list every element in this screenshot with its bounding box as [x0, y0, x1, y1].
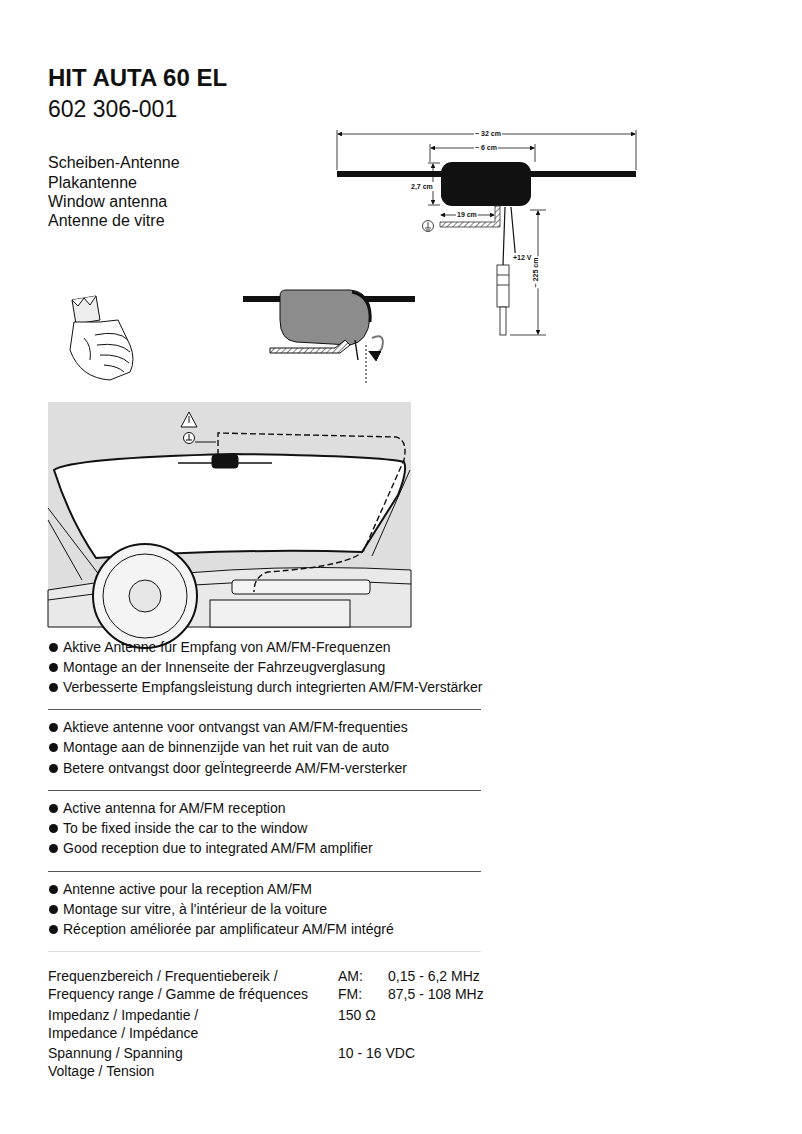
- dimension: ~ 32 cm: [474, 129, 502, 138]
- antenna-dimension-drawing: [530, 210, 546, 211]
- antenna-dimension-drawing: [497, 285, 509, 286]
- bullet: [49, 743, 58, 752]
- mounting-illustration: [355, 340, 358, 360]
- car-interior: [212, 455, 238, 468]
- spec-value: AM:: [338, 967, 363, 985]
- feature-text: Montage an der Innenseite der Fahrzeugve…: [63, 657, 385, 677]
- car-interior: [93, 544, 197, 648]
- mounting-illustration: [366, 345, 367, 385]
- bullet: [49, 844, 58, 853]
- car-interior: [218, 433, 405, 592]
- mounting-illustration: [370, 336, 383, 353]
- antenna-dimension-drawing: [535, 144, 536, 162]
- hand-icon: [95, 333, 130, 372]
- mounting-illustration: [280, 290, 370, 345]
- car-interior: [129, 580, 161, 612]
- car-interior: [181, 412, 197, 427]
- bullet: [49, 804, 58, 813]
- car-interior: [189, 434, 190, 440]
- product-name: Plakantenne: [48, 174, 137, 192]
- spec-name: Impedanz / Impedantie / Impedance / Impé…: [48, 1006, 220, 1042]
- antenna-dimension-drawing: [428, 163, 440, 164]
- antenna-dimension-drawing: [497, 275, 509, 276]
- dimension: ~ 6 cm: [474, 143, 498, 152]
- spec-value: 150 Ω: [338, 1006, 376, 1024]
- car-interior: [210, 600, 350, 627]
- hand-icon: [70, 296, 133, 380]
- product-name: Antenne de vitre: [48, 212, 165, 230]
- product-name: Scheiben-Antenne: [48, 154, 180, 172]
- antenna-dimension-drawing: [337, 130, 636, 335]
- feature-text: Active antenna for AM/FM reception: [63, 798, 286, 818]
- bullet: [49, 925, 58, 934]
- bullet: [49, 824, 58, 833]
- hand-icon: [72, 296, 96, 306]
- divider: [48, 951, 481, 952]
- antenna-dimension-drawing: [428, 222, 429, 228]
- bullet: [49, 885, 58, 894]
- car-interior: [103, 554, 187, 638]
- feature-text: Betere ontvangst door geÏntegreerde AM/F…: [63, 758, 407, 778]
- car-interior: [195, 442, 216, 443]
- mounting-illustration: [243, 290, 415, 385]
- feature-text: Verbesserte Empfangsleistung durch integ…: [63, 677, 482, 697]
- car-interior: [186, 440, 192, 441]
- feature-text: Montage sur vitre, à l'intérieur de la v…: [63, 899, 327, 919]
- spec-value: 87,5 - 108 MHz: [388, 985, 484, 1003]
- feature-text: Good reception due to integrated AM/FM a…: [63, 838, 373, 858]
- hand-icon: [72, 296, 100, 324]
- antenna-dimension-drawing: [503, 207, 505, 265]
- antenna-dimension-drawing: [500, 307, 506, 335]
- spec-name: Frequenzbereich / Frequentiebereik / Fre…: [48, 967, 310, 1003]
- hand-icon: [70, 320, 133, 380]
- divider: [48, 871, 481, 872]
- antenna-dimension-drawing: [425, 228, 431, 229]
- car-interior: [232, 580, 370, 594]
- dimension: 19 cm: [456, 210, 478, 219]
- divider: [48, 709, 481, 710]
- antenna-dimension-drawing: [441, 162, 531, 206]
- bullet: [49, 683, 58, 692]
- bullet: [49, 764, 58, 773]
- spec-value: FM:: [338, 985, 362, 1003]
- car-interior: [48, 470, 410, 580]
- dimension: ~ 225 cm: [531, 257, 540, 289]
- bullet: [49, 663, 58, 672]
- antenna-dimension-drawing: [423, 221, 434, 232]
- spec-name: Spannung / Spanning Voltage / Tension: [48, 1044, 190, 1080]
- spec-value: 0,15 - 6,2 MHz: [388, 967, 480, 985]
- antenna-dimension-drawing: [337, 130, 338, 170]
- signal-name: +12 V: [512, 253, 533, 262]
- feature-text: Aktieve antenne voor ontvangst van AM/FM…: [63, 717, 408, 737]
- feature-text: Antenne active pour la reception AM/FM: [63, 879, 312, 899]
- title: HIT AUTA 60 EL: [48, 64, 227, 92]
- feature-text: Montage aan de binnenzijde van het ruit …: [63, 737, 389, 757]
- antenna-dimension-drawing: [440, 206, 500, 227]
- antenna-dimension-drawing: [430, 144, 431, 162]
- bullet: [49, 723, 58, 732]
- bullet: [49, 643, 58, 652]
- antenna-dimension-drawing: [426, 230, 430, 231]
- part-number: 602 306-001: [48, 96, 177, 123]
- bullet: [49, 905, 58, 914]
- feature-text: To be fixed inside the car to the window: [63, 818, 307, 838]
- mounting-illustration: [352, 292, 370, 322]
- car-interior: [54, 454, 405, 558]
- antenna-dimension-drawing: [497, 265, 509, 307]
- mounting-illustration: [270, 340, 350, 353]
- dimension: 2,7 cm: [410, 182, 434, 191]
- divider: [48, 790, 481, 791]
- antenna-dimension-drawing: [428, 205, 440, 206]
- spec-value: 10 - 16 VDC: [338, 1044, 415, 1062]
- antenna-dimension-drawing: [510, 335, 546, 336]
- car-interior: [184, 433, 195, 444]
- car-interior: [48, 402, 411, 648]
- hand-icon: [84, 338, 90, 360]
- car-interior: [189, 416, 190, 423]
- feature-text: Réception améliorée par amplificateur AM…: [63, 919, 394, 939]
- product-name: Window antenna: [48, 193, 167, 211]
- antenna-dimension-drawing: [636, 130, 637, 170]
- feature-text: Aktive Antenne für Empfang von AM/FM-Fre…: [63, 637, 391, 657]
